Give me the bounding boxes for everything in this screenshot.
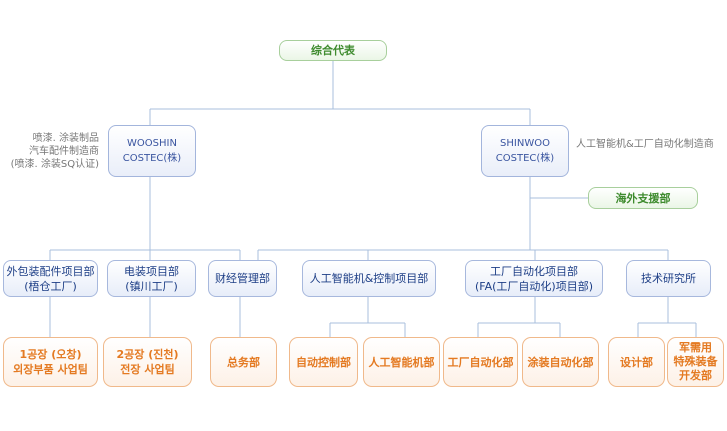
company-shinwoo-line2: COSTEC(株) xyxy=(495,153,555,164)
dept-electrical-line1: 电装项目部 xyxy=(124,264,179,278)
team-general-affairs-label: 总务部 xyxy=(227,355,260,369)
company-shinwoo: SHINWOO COSTEC(株) xyxy=(481,125,569,177)
team-plant2-electrical: 2공장 (진천) 전장 사업팀 xyxy=(103,337,192,387)
dept-exterior-parts-line1: 外包装配件项目部 xyxy=(6,264,95,278)
team-plant2-line1: 2공장 (진천) xyxy=(116,348,179,361)
dept-finance: 财经管理部 xyxy=(208,260,277,297)
overseas-support-node: 海外支援部 xyxy=(588,187,698,209)
team-design: 设计部 xyxy=(608,337,665,387)
team-design-label: 设计部 xyxy=(620,355,653,369)
team-general-affairs: 总务部 xyxy=(210,337,277,387)
team-military-line3: 开发部 xyxy=(679,369,712,382)
dept-factory-automation-line2: (FA(工厂自动化)项目部) xyxy=(474,279,593,293)
team-plant1-exterior: 1공장 (오창) 외장부품 사업팀 xyxy=(3,337,98,387)
dept-ai-control: 人工智能机&控制项目部 xyxy=(302,260,436,297)
wooshin-note-2: 汽车配件制造商 xyxy=(29,146,99,157)
team-plant1-line1: 1공장 (오창) xyxy=(19,348,82,361)
team-plant1-line2: 외장부품 사업팀 xyxy=(13,363,88,376)
dept-ai-control-line1: 人工智能机&控制项目部 xyxy=(309,272,429,285)
root-node: 综合代表 xyxy=(279,40,387,61)
dept-tech-research-line1: 技术研究所 xyxy=(641,272,696,285)
dept-exterior-parts: 外包装配件项目部 (梧仓工厂) xyxy=(3,260,98,297)
team-military-line1: 军需用 xyxy=(679,341,712,354)
team-ai-machine-label: 人工智能机部 xyxy=(368,355,435,369)
dept-exterior-parts-line2: (梧仓工厂) xyxy=(24,279,77,293)
overseas-support-label: 海外支援部 xyxy=(615,191,671,205)
team-ai-machine: 人工智能机部 xyxy=(363,337,440,387)
dept-factory-automation: 工厂自动化项目部 (FA(工厂自动化)项目部) xyxy=(465,260,603,297)
team-factory-automation: 工厂自动化部 xyxy=(443,337,518,387)
company-wooshin-line1: WOOSHIN xyxy=(127,138,177,149)
dept-electrical: 电装项目部 (镇川工厂) xyxy=(107,260,196,297)
team-auto-control-label: 自动控制部 xyxy=(296,355,351,369)
root-label: 综合代表 xyxy=(311,44,355,57)
shinwoo-note: 人工智能机&工厂自动化制造商 xyxy=(576,139,714,150)
dept-tech-research: 技术研究所 xyxy=(626,260,711,297)
company-wooshin: WOOSHIN COSTEC(株) xyxy=(108,125,196,177)
team-military-special: 军需用 特殊装备 开发部 xyxy=(667,337,724,387)
wooshin-note-3: (喷漆. 涂装SQ认证) xyxy=(10,159,99,170)
team-auto-control: 自动控制部 xyxy=(289,337,358,387)
team-military-line2: 特殊装备 xyxy=(673,355,718,368)
dept-factory-automation-line1: 工厂自动化项目部 xyxy=(490,264,578,278)
wooshin-description: 喷漆. 涂装制品 汽车配件制造商 (喷漆. 涂装SQ认证) xyxy=(0,132,99,171)
wooshin-note-1: 喷漆. 涂装制品 xyxy=(32,133,99,144)
team-painting-automation-label: 涂装自动化部 xyxy=(527,355,594,369)
team-factory-automation-label: 工厂自动化部 xyxy=(447,355,514,369)
team-plant2-line2: 전장 사업팀 xyxy=(120,363,175,376)
dept-electrical-line2: (镇川工厂) xyxy=(125,279,178,293)
team-painting-automation: 涂装自动化部 xyxy=(522,337,599,387)
company-shinwoo-line1: SHINWOO xyxy=(500,138,550,149)
company-wooshin-line2: COSTEC(株) xyxy=(122,153,182,164)
shinwoo-description: 人工智能机&工厂自动化制造商 xyxy=(576,138,727,151)
dept-finance-line1: 财经管理部 xyxy=(215,272,270,285)
